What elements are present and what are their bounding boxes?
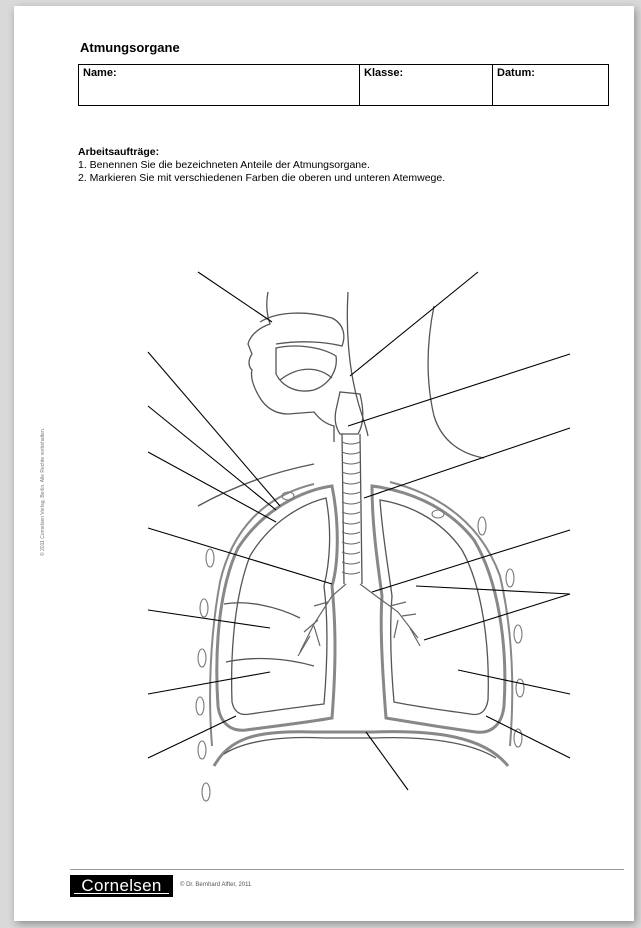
rib-left-6	[202, 783, 210, 801]
footer-copyright: © Dr. Bernhard Alfter, 2011	[180, 882, 251, 888]
rib-left-1	[206, 549, 214, 567]
label-line-1	[198, 272, 272, 322]
worksheet-page: Atmungsorgane Name: Klasse: Datum: Arbei…	[14, 6, 634, 921]
bronchus-left	[360, 584, 418, 638]
rib-left-3	[198, 649, 206, 667]
label-line-13	[458, 670, 570, 694]
oral-cavity	[276, 346, 336, 391]
shoulder-line	[428, 306, 484, 458]
label-line-16	[366, 732, 408, 790]
trachea-left	[342, 434, 344, 584]
rib-right-3	[506, 569, 514, 587]
label-line-4	[348, 354, 570, 426]
lung-right-fissure-2	[226, 659, 314, 666]
label-line-6	[364, 428, 570, 498]
label-line-5	[148, 406, 276, 510]
nasal-cavity	[260, 313, 344, 346]
label-line-12	[148, 672, 270, 694]
label-line-8	[148, 528, 332, 584]
diaphragm	[214, 732, 508, 766]
label-line-3	[148, 352, 280, 506]
tongue	[280, 369, 332, 380]
rib-right-5	[516, 679, 524, 697]
label-line-9	[372, 530, 570, 592]
label-line-7	[148, 452, 276, 522]
rib-right-4	[514, 625, 522, 643]
footer-divider	[70, 869, 624, 870]
diaphragm-inner	[224, 738, 496, 758]
jaw-line	[198, 464, 314, 506]
larynx	[335, 392, 363, 434]
lung-right-outer	[217, 486, 337, 730]
label-line-2	[350, 272, 478, 376]
lung-left-inner	[380, 500, 488, 714]
pleura-outline-right	[390, 482, 512, 746]
rib-right-1	[432, 510, 444, 518]
rib-left-4	[196, 697, 204, 715]
trachea-rings	[342, 442, 360, 574]
rib-left-2	[200, 599, 208, 617]
rib-right-2	[478, 517, 486, 535]
rib-left-5	[198, 741, 206, 759]
cornelsen-logo: Cornelsen	[70, 875, 173, 897]
bronchus-left-branch	[390, 602, 420, 646]
lung-left-outer	[372, 486, 505, 732]
label-line-15	[486, 716, 570, 758]
trachea-right	[360, 434, 362, 584]
respiratory-diagram	[14, 6, 634, 866]
label-line-14	[148, 716, 236, 758]
label-line-11	[148, 610, 270, 628]
label-lines	[148, 272, 570, 790]
